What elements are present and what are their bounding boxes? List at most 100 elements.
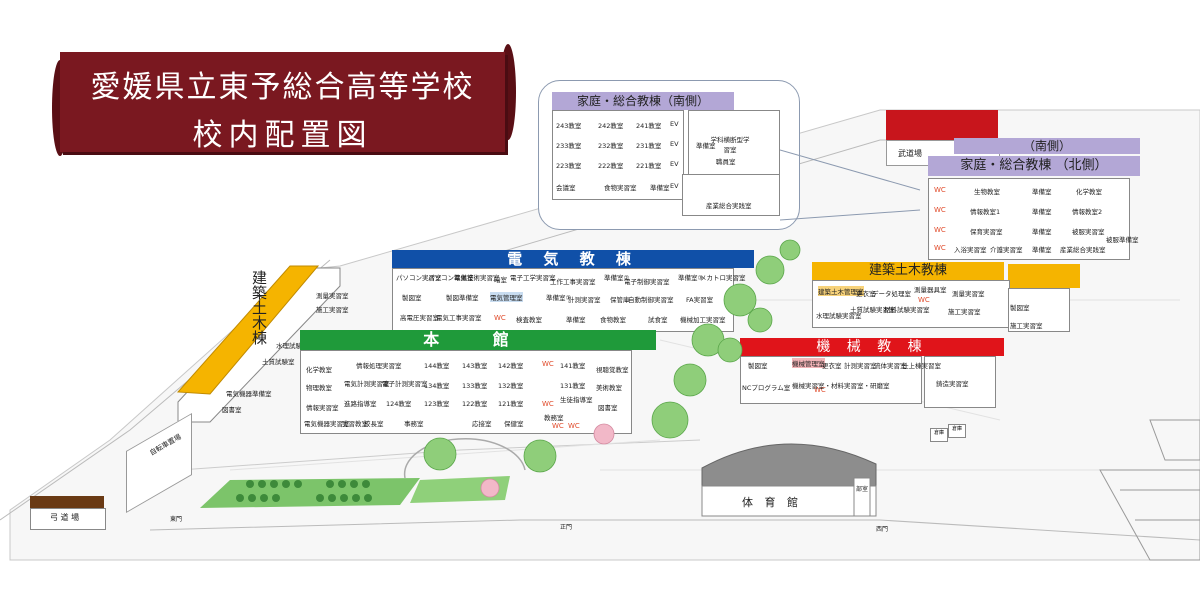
inset-room: EV <box>670 160 679 168</box>
home-north-room: 保育実習室 <box>970 228 1003 236</box>
home-north-room: 介護実習室 <box>990 246 1023 254</box>
map-title: 校内配置図 <box>192 118 373 153</box>
gym-building <box>701 443 877 517</box>
honkan-room: 情報処理実習室 <box>356 362 402 370</box>
denki-room: 暗室 <box>494 276 507 284</box>
inset-room: 242教室 <box>598 122 624 130</box>
home-north-room: 準備室 <box>1032 188 1052 196</box>
inset-room: 準備室 <box>696 142 716 150</box>
honkan-room: 保健室 <box>504 420 524 428</box>
home-north-room: 化学教室 <box>1076 188 1102 196</box>
honkan-room: 122教室 <box>462 400 488 408</box>
inset-room: 学科横断型学習室 <box>710 136 750 154</box>
denki-room: 電子制御実習室 <box>624 278 670 286</box>
inset-room: 職員室 <box>716 158 736 166</box>
kyudo-label: 弓 道 場 <box>50 513 80 522</box>
honkan-room: 133教室 <box>462 382 488 390</box>
kikai-room: 機械実習室・材料実習室・研磨室 <box>792 382 890 390</box>
honkan-room: 電気計測実習室 <box>344 380 390 388</box>
denki-room: 計測実習室 <box>568 296 601 304</box>
tree-icon <box>423 239 801 473</box>
kenchiku-east-wing-body <box>1008 288 1070 332</box>
denki-room: 検査教室 <box>516 316 542 324</box>
honkan-room: 124教室 <box>386 400 412 408</box>
kenchiku-east-room: 測量器具室 <box>914 286 947 294</box>
honkan-wc: WC <box>542 360 554 368</box>
home-north-wc: WC <box>934 206 946 214</box>
home-south-label: （南側） <box>954 138 1140 154</box>
storage-shed: 倉庫 <box>930 428 948 442</box>
kenchiku-west-title: 建築土木棟 <box>250 270 270 349</box>
honkan-room: 校長室 <box>364 420 384 428</box>
denki-room: パソコン準備室 <box>428 274 474 282</box>
inset-room: 233教室 <box>556 142 582 150</box>
denki-room: 準備室① <box>546 294 572 302</box>
kenchiku-east-title: 建築土木教棟 <box>812 262 1004 280</box>
denki-title: 電 気 教 棟 <box>392 250 754 268</box>
home-north-room: 生物教室 <box>974 188 1000 196</box>
home-north-room: 準備室 <box>1032 208 1052 216</box>
honkan-body <box>300 350 632 434</box>
honkan-room: 電気機器実習室 <box>304 420 350 428</box>
honkan-room: 144教室 <box>424 362 450 370</box>
home-north-room: 被服実習室 <box>1072 228 1105 236</box>
honkan-room: 進路指導室 <box>344 400 377 408</box>
denki-room: 自動制御実習室 <box>628 296 674 304</box>
kenchiku-east-room: 施工実習室 <box>1010 322 1043 330</box>
home-north-room: 準備室 <box>1032 228 1052 236</box>
inset-room: 食物実習室 <box>604 184 637 192</box>
honkan-room: 化学教室 <box>306 366 332 374</box>
honkan-room: 物理教室 <box>306 384 332 392</box>
inset-room: 222教室 <box>598 162 624 170</box>
inset-room: EV <box>670 140 679 148</box>
kikai-room: 更衣室 <box>822 362 842 370</box>
kenchiku-west-room: 電気機器準備室 <box>226 390 272 398</box>
budo-label: 武道場 <box>898 149 922 158</box>
kenchiku-east-room: データ処理室 <box>872 290 911 298</box>
honkan-room: 電子計測実習室 <box>382 380 428 388</box>
kenchiku-west-room: 図書室 <box>222 406 242 414</box>
honkan-room: 事務室 <box>404 420 424 428</box>
denki-room: 準備室② <box>604 274 630 282</box>
inset-room: EV <box>670 182 679 190</box>
club-room-label: 部室 <box>856 486 869 493</box>
kikai-room: 計測実習室 <box>844 362 877 370</box>
honkan-room: 143教室 <box>462 362 488 370</box>
home-north-room: 入浴実習室 <box>954 246 987 254</box>
denki-room: 食物教室 <box>600 316 626 324</box>
kenchiku-west-room: 水理試験室 <box>276 342 309 350</box>
denki-room: 準備室 <box>566 316 586 324</box>
kikai-room: 製図室 <box>748 362 768 370</box>
school-name: 愛媛県立東予総合高等学校 <box>90 70 475 105</box>
home-north-wc: WC <box>934 186 946 194</box>
inset-room: 223教室 <box>556 162 582 170</box>
home-south-inset-grid <box>552 110 684 200</box>
storage-shed: 倉庫 <box>948 424 966 438</box>
gym-label: 体 育 館 <box>742 496 802 509</box>
kenchiku-west-title-text: 建築土木棟 <box>250 270 268 345</box>
kikai-building: 機 械 教 棟 製図室 機械管理室 更衣室 計測実習室 流体実習室 仕上棟実習室… <box>740 338 1004 408</box>
honkan-wc: WC <box>568 422 580 430</box>
honkan-room: 141教室 <box>560 362 586 370</box>
home-north-building: （南側） 家庭・総合教棟 （北側） WC 生物教室 準備室 化学教室 WC 情報… <box>910 138 1140 260</box>
home-north-wc: WC <box>934 244 946 252</box>
honkan-room: 134教室 <box>424 382 450 390</box>
home-south-inset-title: 家庭・総合教棟（南側） <box>552 92 734 110</box>
kenchiku-east-room: 測量実習室 <box>952 290 985 298</box>
honkan-room: 生徒指導室 <box>560 396 593 404</box>
title-banner: 愛媛県立東予総合高等学校 校内配置図 <box>60 52 505 153</box>
honkan-room: 美術教室 <box>596 384 622 392</box>
inset-room: 241教室 <box>636 122 662 130</box>
kenchiku-east-room: 材料試験実習室 <box>884 306 930 314</box>
kikai-wing <box>924 356 996 408</box>
inset-room: 221教室 <box>636 162 662 170</box>
denki-room: パソコン実習室 <box>396 274 442 282</box>
honkan-room: 視聴覚教室 <box>596 366 629 374</box>
home-north-body <box>928 178 1130 260</box>
budo-roof <box>886 110 998 140</box>
denki-room: 保管庫 <box>610 296 630 304</box>
kenchiku-east-body <box>812 280 1010 328</box>
kikai-body <box>740 356 922 404</box>
home-south-inset-lower <box>682 174 780 216</box>
kikai-room: 流体実習室 <box>874 362 907 370</box>
